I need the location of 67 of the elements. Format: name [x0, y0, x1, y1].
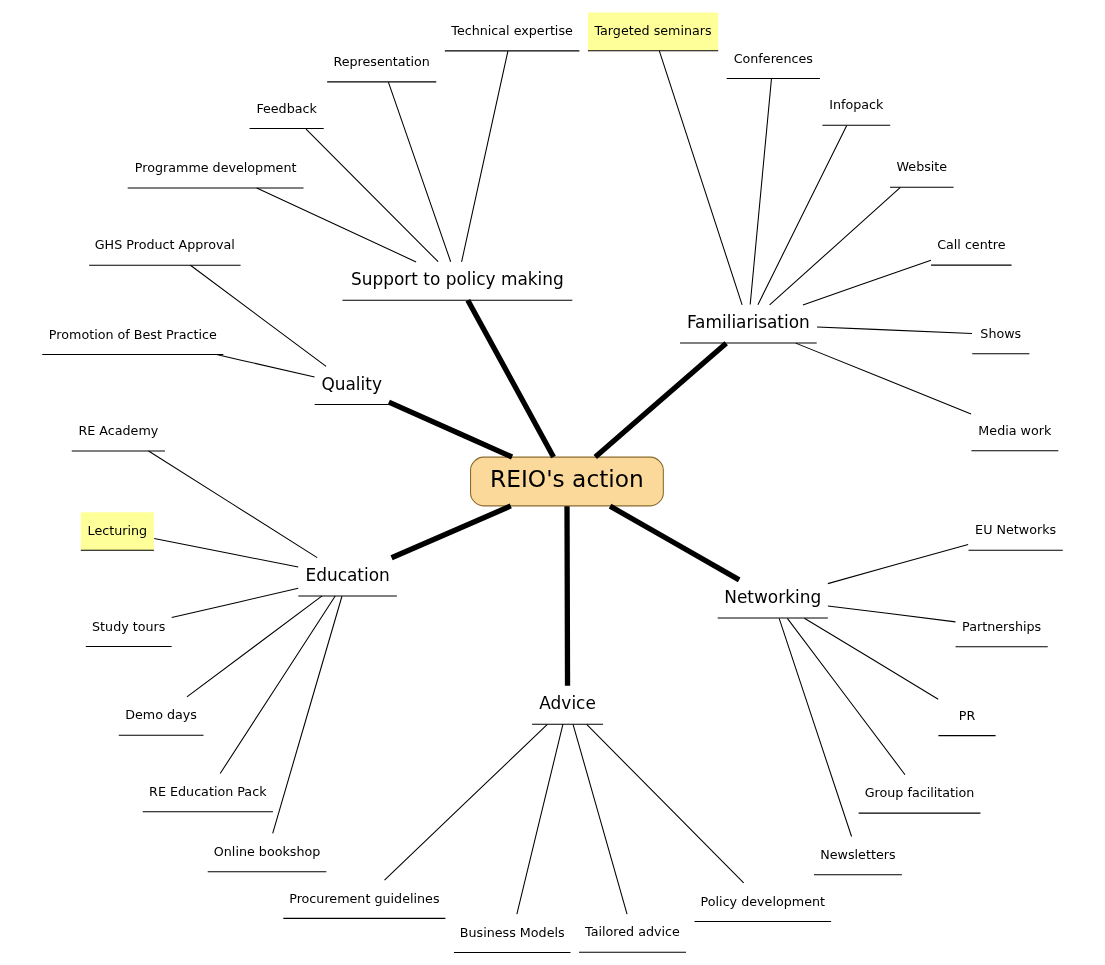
connector	[186, 595, 323, 698]
connector	[189, 264, 327, 367]
connector	[516, 723, 564, 915]
node-text: GHS Product Approval	[94, 237, 235, 253]
node-text: Partnerships	[962, 618, 1042, 634]
node-text: Online bookshop	[213, 843, 321, 859]
connector	[305, 128, 439, 263]
node-text: PR	[958, 707, 976, 723]
node-text: Business Models	[459, 924, 565, 940]
node-text: Familiarisation	[686, 312, 810, 333]
connector	[795, 342, 972, 415]
node-text: Tailored advice	[585, 924, 680, 940]
node-text: Quality	[321, 373, 382, 394]
node-text: Shows	[980, 326, 1022, 342]
node-text: Newsletters	[820, 846, 896, 862]
node-text: Networking	[724, 587, 822, 608]
connector	[219, 595, 336, 775]
connector	[171, 587, 299, 619]
connector	[390, 503, 512, 561]
connector	[572, 724, 628, 915]
connector	[272, 595, 343, 834]
connector	[778, 617, 853, 838]
connector	[387, 81, 452, 263]
connector	[461, 50, 509, 263]
connector	[802, 259, 932, 306]
connector	[816, 326, 973, 335]
node-text: Feedback	[256, 100, 317, 116]
node-text: Advice	[539, 693, 596, 714]
node-text: Website	[896, 159, 948, 175]
connector	[564, 506, 571, 686]
node-text: Education	[305, 564, 390, 585]
node-text: Technical expertise	[451, 23, 573, 39]
connector	[256, 187, 417, 263]
connector	[153, 538, 299, 568]
connector	[608, 503, 741, 583]
node-text: Infopack	[829, 97, 884, 113]
connector	[465, 298, 556, 459]
node-text: Media work	[978, 422, 1052, 438]
node-text: Procurement guidelines	[289, 890, 440, 906]
node-text: EU Networks	[975, 522, 1057, 538]
node-text: Representation	[333, 54, 430, 70]
connector	[749, 78, 772, 306]
node-text: Demo days	[125, 707, 197, 723]
connector	[387, 399, 514, 460]
connector	[827, 605, 956, 623]
connector	[384, 723, 548, 881]
node-text: Support to policy making	[350, 269, 564, 290]
node-text: Policy development	[700, 893, 825, 909]
connector	[593, 341, 728, 459]
node-box: REIO's action	[470, 456, 664, 507]
connector	[586, 723, 745, 884]
connector	[803, 617, 939, 700]
connector	[827, 543, 969, 585]
node-text: Conferences	[733, 50, 813, 66]
connector	[216, 354, 316, 378]
connector	[757, 124, 848, 306]
node-text: Study tours	[92, 618, 166, 634]
connector	[148, 450, 318, 559]
node-text: Group facilitation	[864, 785, 975, 801]
connector	[658, 50, 743, 306]
connector	[769, 186, 901, 306]
node-text: Call centre	[937, 237, 1006, 253]
node-text: RE Education Pack	[149, 783, 267, 799]
node-text: Programme development	[134, 160, 297, 176]
node-text: RE Academy	[78, 423, 159, 439]
connector	[786, 617, 906, 776]
node-text: Promotion of Best Practice	[48, 326, 217, 342]
